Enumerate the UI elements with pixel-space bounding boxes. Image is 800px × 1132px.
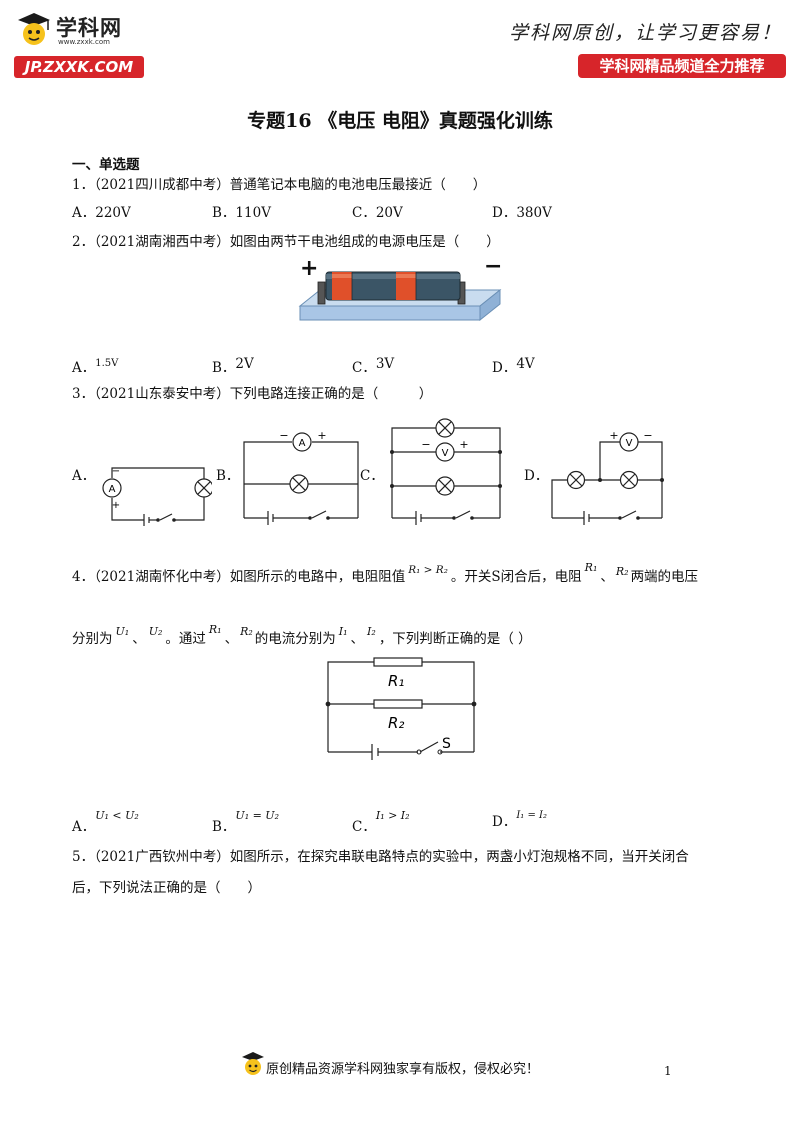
q3a-minus-label: − [112, 466, 120, 477]
q4-math-r2: R₂ [615, 565, 629, 578]
q2-option-c[interactable]: C．3V [352, 354, 394, 378]
q4-resistor-r2 [373, 699, 423, 709]
q4-resistor-r1 [373, 657, 423, 667]
q4-option-c-value: I₁ > I₂ [375, 809, 410, 822]
q3-option-b-label[interactable]: B． [216, 468, 240, 484]
q4-line1-b: 。开关S闭合后，电阻 [450, 569, 582, 585]
q3b-ammeter-label: A [299, 438, 306, 449]
battery-plus-sign: + [300, 256, 319, 281]
q3d-voltmeter-label: V [626, 438, 633, 449]
q4-circuit: R₁ R₂ S [325, 657, 477, 760]
q2-stem: 2．（2021湖南湘西中考）如图由两节干电池组成的电源电压是（ ） [72, 234, 500, 250]
q2-option-b-letter: B． [212, 360, 236, 376]
q3-circuit-c[interactable]: V − + [384, 410, 508, 532]
q4-fig-switch-label: S [442, 736, 451, 752]
q4-fig-r2-label: R₂ [388, 714, 404, 732]
q4-option-d-value: I₁ = I₂ [516, 810, 547, 821]
q4-fig-r1-label: R₁ [388, 672, 404, 690]
q4-line2-d: 、 [224, 631, 239, 647]
q3d-minus-label: − [643, 429, 652, 442]
battery-minus-sign: − [484, 254, 503, 279]
q4-line2-e: 的电流分别为 [254, 631, 336, 647]
header: 学科网 www.zxxk.com JP.ZXXK.COM 学科网原创，让学习更容… [0, 0, 800, 90]
q1-option-a[interactable]: A．220V [72, 205, 131, 221]
q3-option-c-label[interactable]: C． [360, 468, 384, 484]
q4-line1-a: 4．（2021湖南怀化中考）如图所示的电路中，电阻阻值 [72, 569, 406, 585]
footer-mascot-icon [242, 1052, 264, 1075]
q3c-minus-label: − [421, 438, 430, 451]
q4-line2-g: ，下列判断正确的是（ ） [378, 631, 532, 647]
battery-figure [296, 258, 506, 324]
logo-name: 学科网 [56, 16, 122, 40]
site-badge[interactable]: JP.ZXXK.COM [14, 56, 144, 78]
q2-option-a-value: 1.5V [95, 358, 119, 369]
q4-option-b-value: U₁ = U₂ [235, 809, 279, 822]
q3-option-d-label[interactable]: D． [524, 468, 549, 484]
q2-option-b-value: 2V [235, 356, 254, 372]
q4-option-d-letter: D． [492, 814, 517, 830]
slogan: 学科网原创，让学习更容易！ [508, 22, 782, 44]
section-heading: 一、单选题 [72, 157, 140, 173]
q1-option-b[interactable]: B．110V [212, 205, 271, 221]
q4-math-r1: R₁ [584, 561, 598, 574]
q4-line2-a: 分别为 [72, 631, 113, 647]
q4-option-a[interactable]: A．U₁ < U₂ [72, 806, 139, 837]
q2-option-c-value: 3V [375, 356, 395, 372]
q3-circuit-a[interactable]: A − + [96, 460, 212, 532]
q2-option-b[interactable]: B．2V [212, 354, 254, 378]
logo-url: www.zxxk.com [58, 38, 110, 46]
q4-line2-c: 。通过 [165, 631, 206, 647]
footer-copyright: 原创精品资源学科网独家享有版权，侵权必究！ [266, 1062, 540, 1077]
q4-option-a-letter: A． [72, 819, 96, 835]
q4-option-b[interactable]: B．U₁ = U₂ [212, 806, 279, 837]
q2-option-c-letter: C． [352, 360, 376, 376]
q4-math-i2: I₂ [367, 625, 376, 638]
q4-math-r2-b: R₂ [240, 625, 253, 638]
q3d-plus-label: + [609, 429, 618, 442]
q4-math-r1-b: R₁ [208, 623, 222, 636]
q2-option-a[interactable]: A．1.5V [72, 354, 118, 378]
q3-circuit-b[interactable]: A − + [236, 426, 364, 532]
q3-stem: 3．（2021山东泰安中考）下列电路连接正确的是（ ） [72, 386, 433, 402]
q3c-voltmeter-label: V [442, 448, 449, 459]
q2-option-d[interactable]: D．4V [492, 354, 535, 378]
q4-math-u1: U₁ [115, 625, 130, 638]
q3-circuit-d[interactable]: V + − [546, 428, 670, 532]
q1-option-d[interactable]: D．380V [492, 205, 552, 221]
q5-line1: 5．（2021广西钦州中考）如图所示，在探究串联电路特点的实验中，两盏小灯泡规格… [72, 849, 689, 865]
q1-stem: 1．（2021四川成都中考）普通笔记本电脑的电池电压最接近（ ） [72, 177, 487, 193]
q3b-minus-label: − [279, 429, 288, 442]
q2-option-d-value: 4V [516, 356, 535, 372]
q4-line2-b: 、 [132, 631, 146, 647]
q4-line2-f: 、 [350, 631, 365, 647]
q3a-ammeter-label: A [109, 484, 116, 495]
q3b-plus-label: + [317, 429, 326, 442]
q3-option-a-label[interactable]: A． [72, 468, 96, 484]
battery-diagram [298, 271, 502, 322]
q4-option-d[interactable]: D．I₁ = I₂ [492, 806, 547, 832]
q2-option-a-letter: A． [72, 360, 96, 376]
q4-line1-d: 两端的电压 [630, 569, 699, 585]
q2-option-d-letter: D． [492, 360, 517, 376]
page-title: 专题16 《电压 电阻》真题强化训练 [247, 110, 553, 132]
q4-option-c[interactable]: C．I₁ > I₂ [352, 806, 410, 837]
q5-line2: 后，下列说法正确的是（ ） [72, 880, 261, 896]
q4-option-a-value: U₁ < U₂ [95, 809, 139, 822]
q4-line1-c: 、 [600, 569, 614, 585]
q4-math-i1: I₁ [338, 625, 348, 638]
q4-math-u2: U₂ [148, 625, 163, 638]
mascot-icon [18, 13, 50, 45]
q3a-plus-label: + [112, 500, 120, 511]
q1-option-c[interactable]: C．20V [352, 205, 403, 221]
page-number: 1 [664, 1064, 672, 1078]
q4-math-r1-gt-r2: R₁ > R₂ [408, 564, 448, 576]
q4-option-b-letter: B． [212, 819, 236, 835]
channel-badge[interactable]: 学科网精品频道全力推荐 [578, 54, 786, 78]
q3c-plus-label: + [459, 438, 468, 451]
q4-option-c-letter: C． [352, 819, 376, 835]
